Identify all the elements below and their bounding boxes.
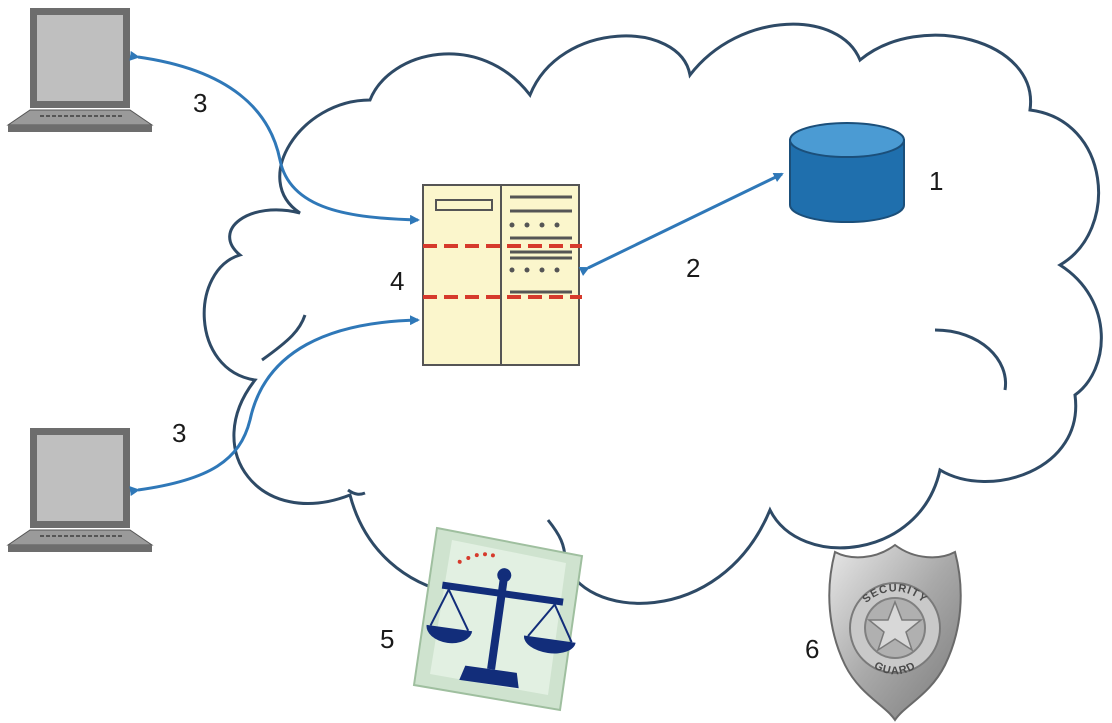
security-badge-icon: SECURITY GUARD (828, 543, 962, 722)
database-icon (789, 122, 905, 223)
label-server: 4 (390, 266, 404, 296)
arrow-server-to-database (578, 172, 784, 276)
badge-bottom-text: GUARD (872, 660, 917, 677)
label-security: 6 (805, 634, 819, 664)
scales-of-justice-icon (412, 526, 584, 712)
svg-text:GUARD: GUARD (872, 660, 918, 677)
laptop-icon (6, 428, 154, 552)
cloud-outline (202, 22, 1103, 605)
cloud-inner-curve (1030, 110, 1060, 265)
label-legal: 5 (380, 624, 394, 654)
arrow-laptop-bottom-to-server (129, 315, 420, 497)
arrow-laptop-top-to-server (129, 50, 420, 225)
label-link-server-database: 2 (686, 253, 700, 283)
label-client-bottom: 3 (172, 418, 186, 448)
label-client-top: 3 (193, 88, 207, 118)
cloud-inner-curve (934, 328, 1008, 391)
server-rack-icon (422, 184, 582, 366)
label-database: 1 (929, 166, 943, 196)
laptop-icon (6, 8, 154, 132)
cloud-inner-curve (261, 314, 307, 362)
